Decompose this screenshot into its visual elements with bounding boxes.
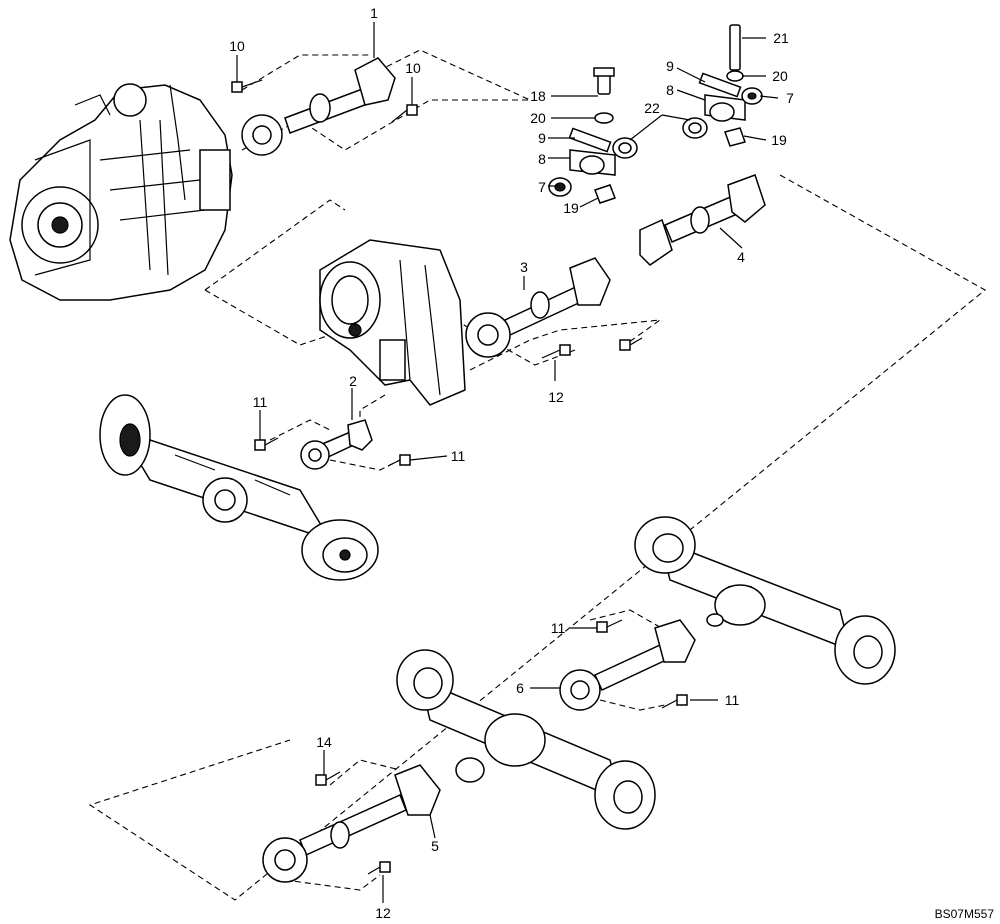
callout-label: 12	[375, 905, 391, 921]
rear-axle-lower	[396, 649, 656, 830]
callout-label: 6	[516, 680, 524, 696]
callout-label: 19	[563, 200, 579, 216]
bolt-12-lower-icon	[367, 861, 391, 875]
callout-label: 1	[370, 5, 378, 21]
callout-label: 22	[644, 100, 660, 116]
bolt-10-right-icon	[391, 104, 418, 123]
bolt-12-upper-b-icon	[619, 337, 643, 351]
callout-label: 14	[316, 734, 332, 750]
bolt-11-a-icon	[254, 437, 279, 451]
callout-label: 3	[520, 259, 528, 275]
callout-label: 7	[786, 90, 794, 106]
callout-label: 11	[451, 448, 466, 464]
callout-label: 2	[349, 373, 357, 389]
cardan-shaft-2	[300, 419, 373, 470]
callout-label: 8	[666, 82, 674, 98]
callout-label: 7	[538, 179, 546, 195]
transfer-gearbox	[319, 239, 466, 406]
callout-label: 21	[773, 30, 789, 46]
engine-assembly	[9, 83, 233, 301]
bolts	[231, 79, 688, 875]
cardan-shaft-3	[465, 257, 611, 358]
callout-label: 4	[737, 249, 745, 265]
callout-label: 10	[405, 60, 421, 76]
bolt-12-upper-a-icon	[541, 344, 571, 359]
front-axle	[99, 394, 379, 581]
cardan-shaft-1	[241, 57, 396, 156]
bolt-11-c-icon	[596, 619, 623, 633]
callout-label: 8	[538, 151, 546, 167]
leader-lines	[236, 22, 779, 903]
callout-label: 18	[530, 88, 546, 104]
callout-label: 11	[551, 620, 566, 636]
callout-label: 20	[772, 68, 788, 84]
callout-label: 20	[530, 110, 546, 126]
rear-axle-upper	[634, 516, 896, 685]
callout-label: 11	[253, 394, 268, 410]
center-bearing-hardware	[548, 24, 763, 204]
cardan-shaft-4	[639, 174, 766, 266]
callout-label: 10	[229, 38, 245, 54]
cardan-shaft-5	[262, 764, 441, 883]
callout-label: 9	[538, 130, 546, 146]
bolt-11-b-icon	[387, 454, 411, 467]
callout-labels: 1 2 3 4 5 6 7 7 8 8 9 9 10 10 11 11 11 1…	[229, 5, 794, 921]
callout-label: 12	[548, 389, 564, 405]
bolt-14-icon	[315, 771, 341, 786]
callout-label: 11	[725, 692, 740, 708]
cardan-shaft-6	[559, 619, 696, 711]
callout-label: 19	[771, 132, 787, 148]
callout-label: 5	[431, 838, 439, 854]
drawing-code: BS07M557	[935, 907, 995, 921]
bolt-11-d-icon	[661, 694, 688, 709]
callout-label: 9	[666, 58, 674, 74]
